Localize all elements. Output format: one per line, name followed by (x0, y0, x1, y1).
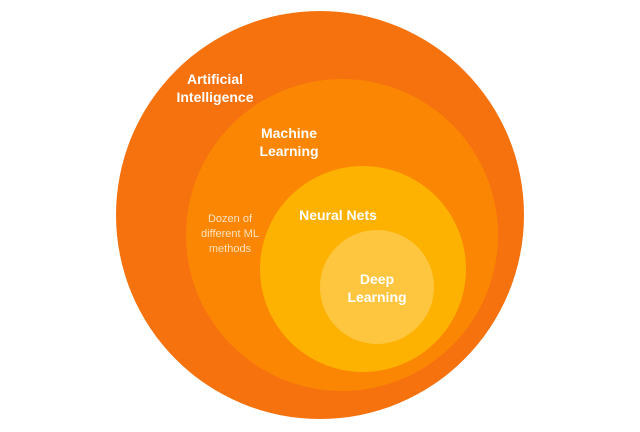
label-artificial-intelligence: Artificial Intelligence (176, 71, 254, 105)
label-neural-nets: Neural Nets (299, 207, 377, 223)
label-machine-learning: Machine Learning (259, 125, 319, 159)
label-deep-learning: Deep Learning (347, 271, 407, 305)
circle-deep-learning (320, 230, 434, 344)
label-ml-methods-note: Dozen of different ML methods (201, 213, 259, 255)
